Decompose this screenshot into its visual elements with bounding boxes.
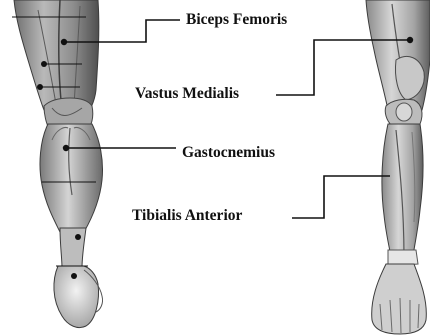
label-tibialis-anterior: Tibialis Anterior (132, 208, 242, 224)
leader-tibialis-anterior (292, 176, 390, 218)
marker-vastus-medialis (407, 37, 413, 43)
anterior-leg-illustration (366, 0, 430, 334)
marker-gastrocnemius (63, 145, 69, 151)
label-vastus-medialis: Vastus Medialis (135, 86, 239, 102)
marker-biceps-femoris (61, 39, 67, 45)
label-biceps-femoris: Biceps Femoris (186, 12, 287, 28)
posterior-leg-illustration (14, 0, 103, 328)
label-gastrocnemius: Gastocnemius (182, 145, 275, 161)
